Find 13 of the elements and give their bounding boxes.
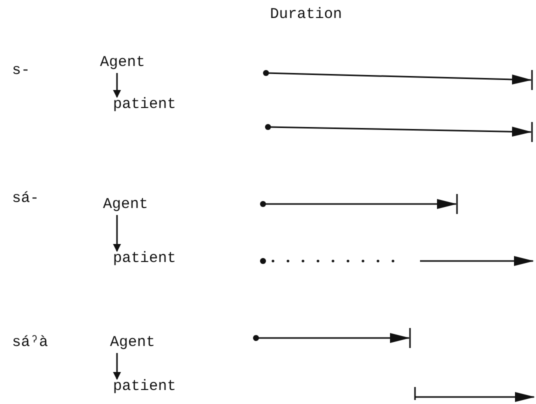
prefix-label: sá- xyxy=(12,190,40,208)
prefix-label: sáˀà xyxy=(12,334,48,352)
role-label: Agent xyxy=(100,54,146,72)
role-label: patient xyxy=(113,96,176,114)
arrow xyxy=(113,73,121,98)
arrow xyxy=(113,215,121,252)
role-label: Agent xyxy=(103,196,148,214)
role-label: patient xyxy=(113,250,176,268)
duration-heading: Duration xyxy=(270,6,342,24)
role-label: Agent xyxy=(110,334,156,352)
role-label: patient xyxy=(113,378,176,396)
prefix-label: s- xyxy=(12,62,30,80)
arrow xyxy=(113,353,121,380)
